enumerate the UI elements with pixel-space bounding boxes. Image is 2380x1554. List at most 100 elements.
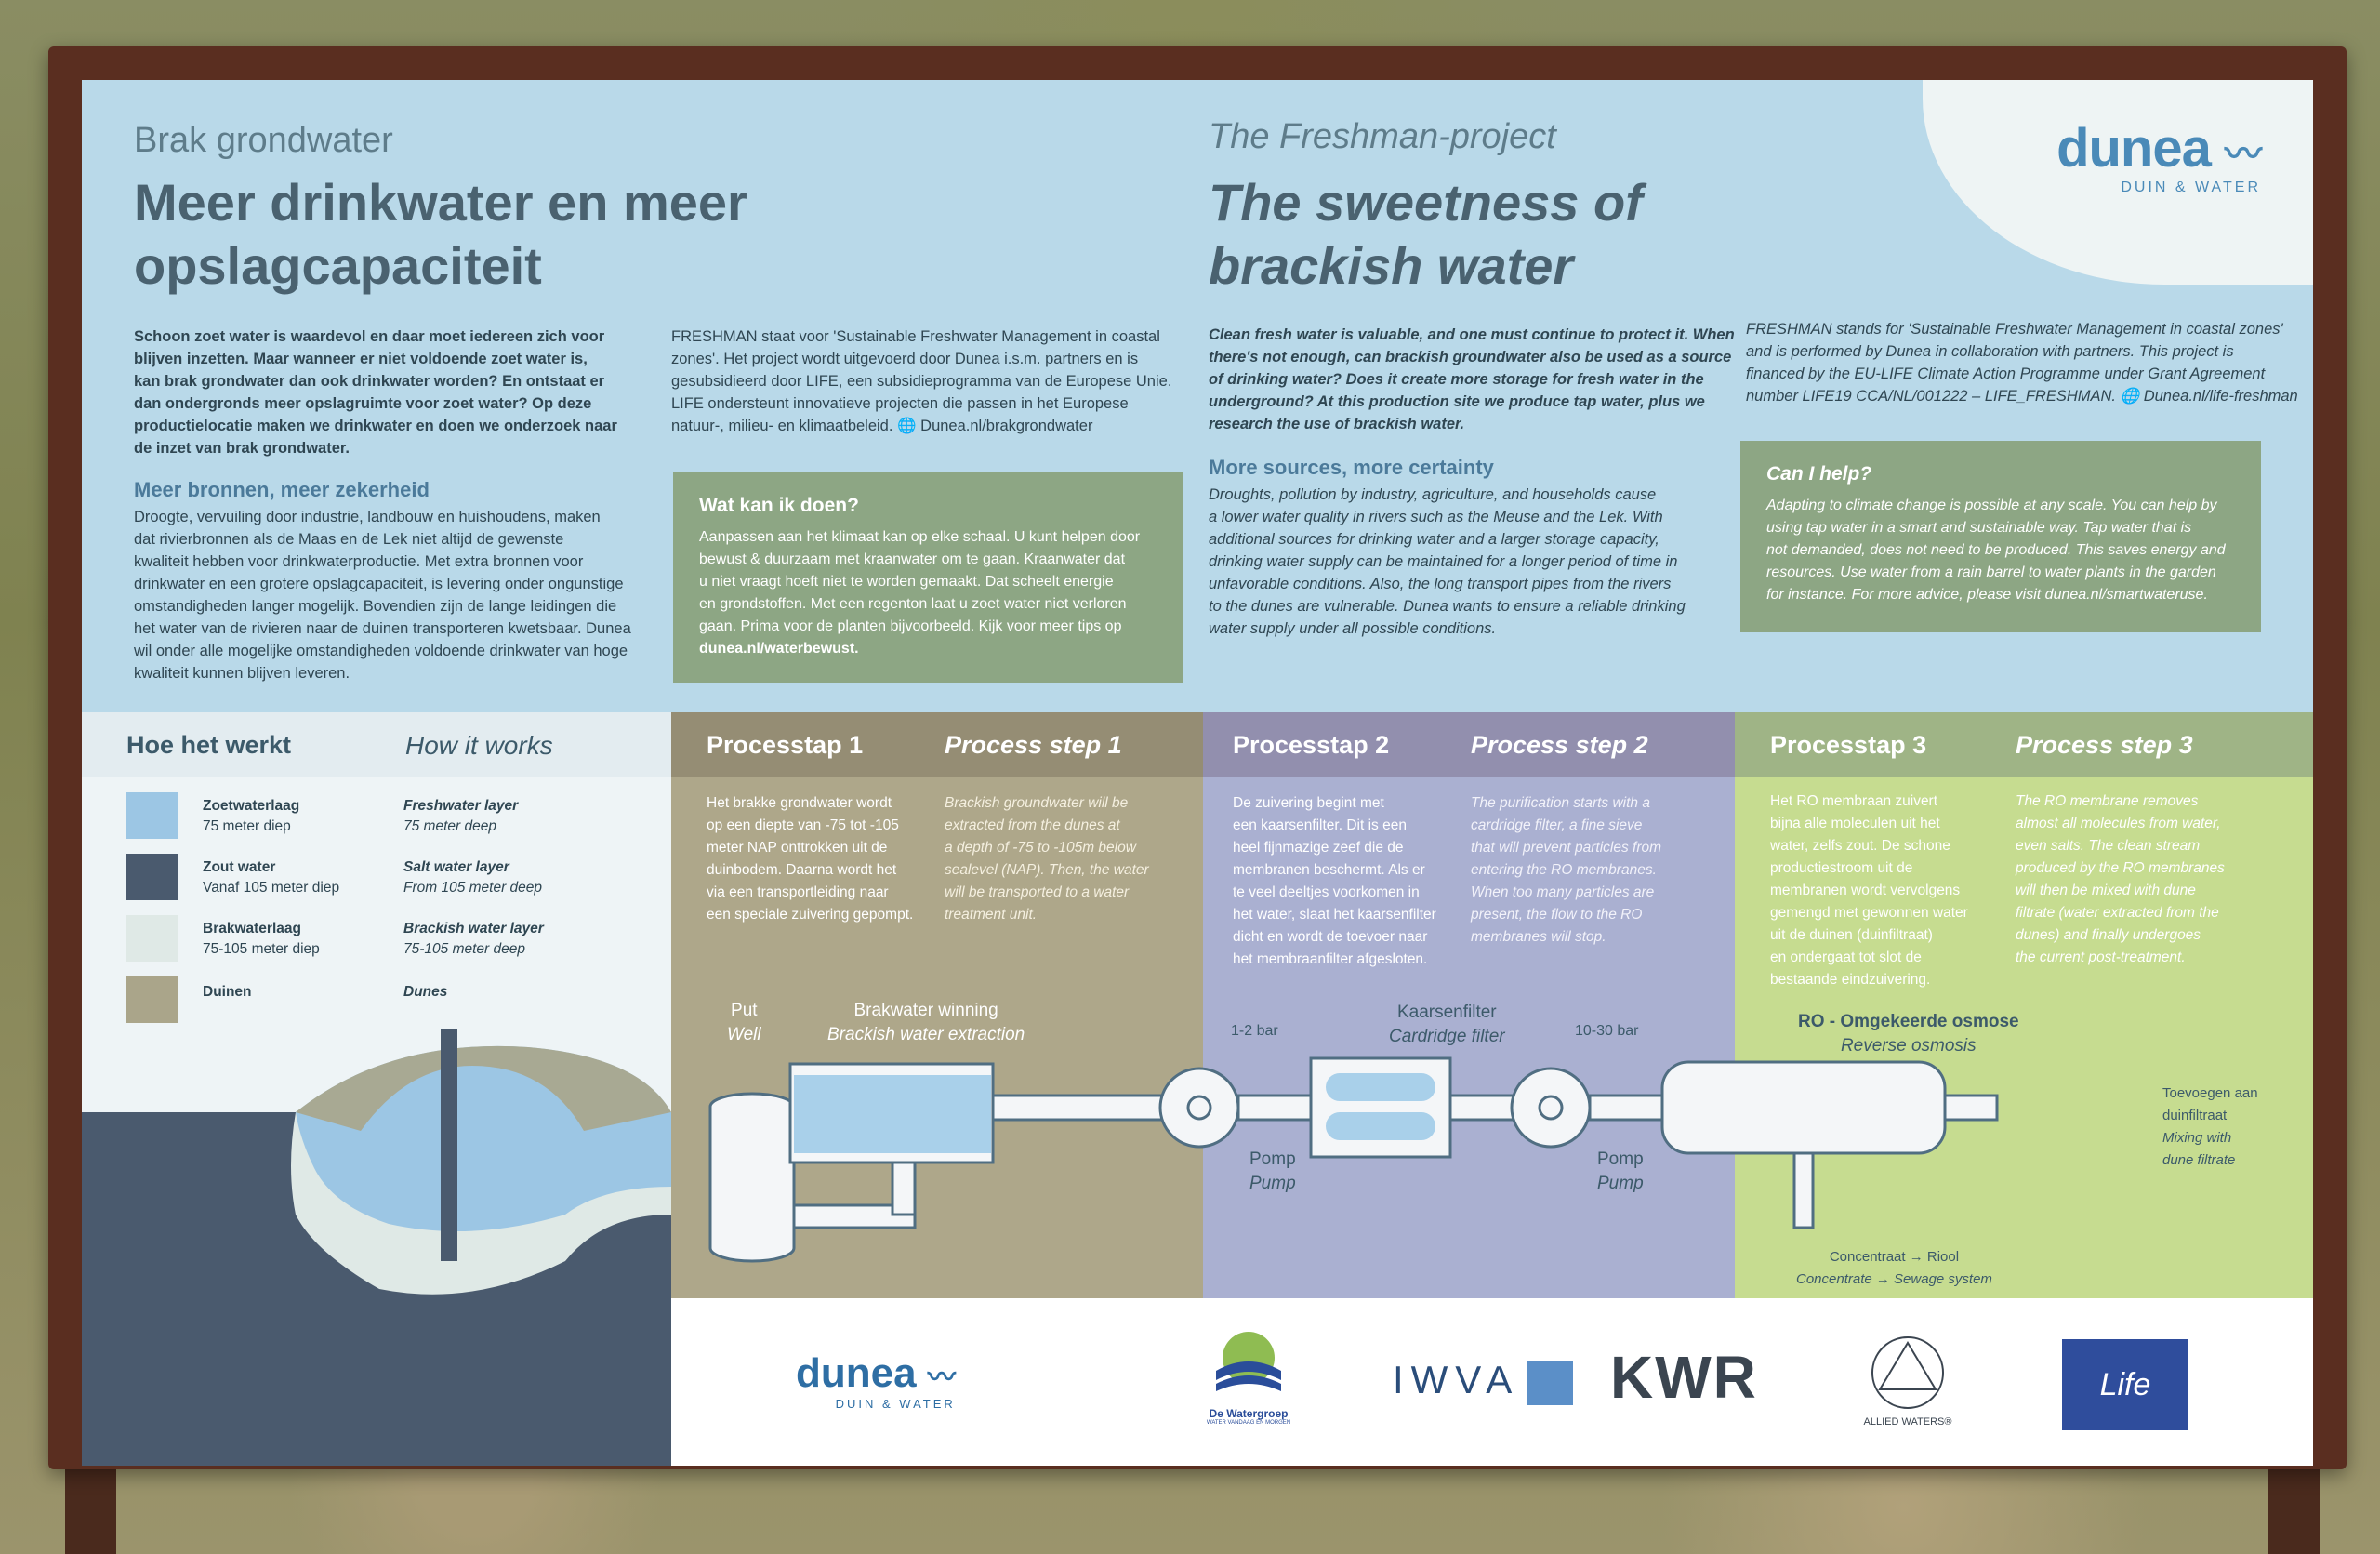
legend-depth: 75 meter deep [403, 818, 496, 834]
en-help-line: using tap water in a smart and sustainab… [1766, 520, 2192, 536]
legend-label: Salt water layer [403, 859, 509, 875]
step3-header: Processtap 3 Process step 3 [1735, 712, 2313, 777]
en-help-line: not demanded, does not need to be produc… [1766, 542, 2226, 558]
step-line: heel fijnmazige zeef die de [1233, 840, 1404, 856]
info-board: dunea 〰 DUIN & WATER Brak grondwater Mee… [82, 80, 2313, 1466]
step-line: water, zelfs zout. De schone [1770, 838, 1950, 854]
step-line: a depth of -75 to -105m below [945, 840, 1136, 856]
well-tank [708, 1092, 796, 1263]
en-intro-line: research the use of brackish water. [1209, 416, 1465, 432]
nl-intro: Schoon zoet water is waardevol en daar m… [134, 325, 617, 459]
en-more-line: a lower water quality in rivers such as … [1209, 509, 1663, 525]
pipe-to-ro [1588, 1094, 1664, 1122]
label-nl: duinfiltraat [2162, 1108, 2228, 1123]
top-section: dunea 〰 DUIN & WATER Brak grondwater Mee… [82, 80, 2313, 712]
nl-help-line: bewust & duurzaam met kraanwater om te g… [699, 551, 1126, 567]
pipe-to-filter [1236, 1094, 1315, 1122]
allied-waters-logo: ALLIED WATERS® [1852, 1334, 1964, 1428]
partner-logos: dunea 〰 DUIN & WATER De Watergroep WATER… [671, 1306, 2313, 1466]
nl-help-title: Wat kan ik doen? [699, 495, 859, 516]
nl-more-line: omstandigheden langer mogelijk. Bovendie… [134, 598, 617, 615]
step-line: produced by the RO membranes [2016, 860, 2225, 876]
dune-layer [296, 1045, 671, 1131]
cartridge-filter-icon [1309, 1056, 1452, 1159]
en-more-line: additional sources for drinking water an… [1209, 531, 1659, 548]
step-line: When too many particles are [1471, 884, 1655, 900]
nl-help-line: u niet vraagt hoeft niet te worden gemaa… [699, 574, 1114, 590]
legend-label: Brakwaterlaag [203, 921, 301, 936]
en-project-line: and is performed by Dunea in collaborati… [1746, 343, 2234, 360]
watergroep-tagline: WATER VANDAAG EN MORGEN [1206, 1420, 1291, 1426]
legend-swatch-brackish [126, 915, 178, 962]
watergroep-name: De Watergroep [1209, 1407, 1289, 1420]
step-line: uit de duinen (duinfiltraat) [1770, 927, 1933, 943]
step-line: the current post-treatment. [2016, 950, 2186, 965]
en-subtitle: The Freshman-project [1209, 117, 1556, 156]
step1-title-en: Process step 1 [945, 731, 1122, 759]
legend-depth: 75-105 meter diep [203, 941, 320, 957]
label-en: Cardridge filter [1389, 1027, 1505, 1046]
nl-help-line: Aanpassen aan het klimaat kan op elke sc… [699, 529, 1141, 545]
label-nl: Put [731, 1001, 758, 1020]
nl-project-line: FRESHMAN staat voor 'Sustainable Freshwa… [671, 328, 1160, 345]
en-intro-line: there's not enough, can brackish groundw… [1209, 349, 1732, 365]
label-nl: Pomp [1597, 1149, 1644, 1169]
label-en: Well [727, 1025, 761, 1044]
nl-project-line: zones'. Het project wordt uitgevoerd doo… [671, 351, 1139, 367]
nl-intro-line: Schoon zoet water is waardevol en daar m… [134, 328, 605, 345]
step-line: will be transported to a water [945, 884, 1130, 900]
step-line: that will prevent particles from [1471, 840, 1662, 856]
pump1-hub [1186, 1095, 1212, 1121]
step-line: en ondergaat tot slot de [1770, 950, 1922, 965]
en-intro-line: Clean fresh water is valuable, and one m… [1209, 326, 1735, 343]
en-intro-line: underground? At this production site we … [1209, 393, 1705, 410]
label-en: Pump [1597, 1174, 1644, 1193]
how-header: Hoe het werkt How it works [82, 712, 671, 777]
basin-water [794, 1075, 991, 1153]
pipe-to-pump1 [991, 1094, 1171, 1122]
allied-waters-icon [1871, 1336, 1944, 1409]
nl-intro-line: de inzet van brak grondwater. [134, 440, 350, 457]
step-line: cardridge filter, a fine sieve [1471, 817, 1643, 833]
filter-cartridge-top [1326, 1073, 1435, 1101]
step-line: membranen beschermt. Als er [1233, 862, 1425, 878]
step-line: via een transportleiding naar [707, 884, 889, 900]
ground-cross-section [82, 1029, 671, 1298]
nl-intro-line: blijven inzetten. Maar wanneer er niet v… [134, 351, 588, 367]
nl-help-line: dunea.nl/waterbewust. [699, 641, 859, 657]
en-help-box: Can I help? Adapting to climate change i… [1740, 441, 2261, 632]
process-section: Hoe het werkt How it works Zoetwaterlaag… [82, 712, 2313, 1298]
watergroep-logo: De Watergroep WATER VANDAAG EN MORGEN [1197, 1324, 1300, 1426]
step-line: The RO membrane removes [2016, 793, 2199, 809]
nl-more-line: kwaliteit kunnen blijven leveren. [134, 665, 350, 682]
legend-swatch-freshwater [126, 792, 178, 839]
en-more-line: Droughts, pollution by industry, agricul… [1209, 486, 1657, 503]
step2-title-nl: Processtap 2 [1233, 731, 1390, 759]
en-project-line: financed by the EU-LIFE Climate Action P… [1746, 365, 2266, 382]
nl-more-line: drinkwater en een grotere opslagcapacite… [134, 576, 624, 592]
legend-label: Zoetwaterlaag [203, 798, 300, 814]
nl-help-line: gaan. Prima voor de planten bijvoorbeeld… [699, 618, 1122, 634]
label-en: Pump [1250, 1174, 1296, 1193]
label-en: Concentrate → Sewage system [1796, 1271, 1992, 1287]
en-project-line: number LIFE19 CCA/NL/001222 – LIFE_FRESH… [1746, 388, 2298, 405]
step-line: dunes) and finally undergoes [2016, 927, 2202, 943]
step-line: dicht en wordt de toevoer naar [1233, 929, 1428, 945]
en-project: FRESHMAN stands for 'Sustainable Freshwa… [1746, 318, 2298, 407]
label-en: Reverse osmosis [1840, 1036, 1977, 1056]
nl-intro-line: kan brak grondwater dan ook drinkwater w… [134, 373, 605, 390]
label-nl: Kaarsenfilter [1396, 1003, 1497, 1022]
label-en: dune filtrate [2162, 1152, 2236, 1168]
kwr-logo: KWR [1610, 1344, 1758, 1411]
life-name: Life [2099, 1367, 2151, 1402]
step-line: The purification starts with a [1471, 795, 1650, 811]
en-more-line: drinking water supply can be maintained … [1209, 553, 1678, 570]
legend-label: Brackish water layer [403, 921, 544, 936]
process-step-3: Processtap 3 Process step 3 Het RO membr… [1735, 712, 2313, 1298]
en-project-line: FRESHMAN stands for 'Sustainable Freshwa… [1746, 321, 2283, 338]
legend-label: Freshwater layer [403, 798, 519, 814]
